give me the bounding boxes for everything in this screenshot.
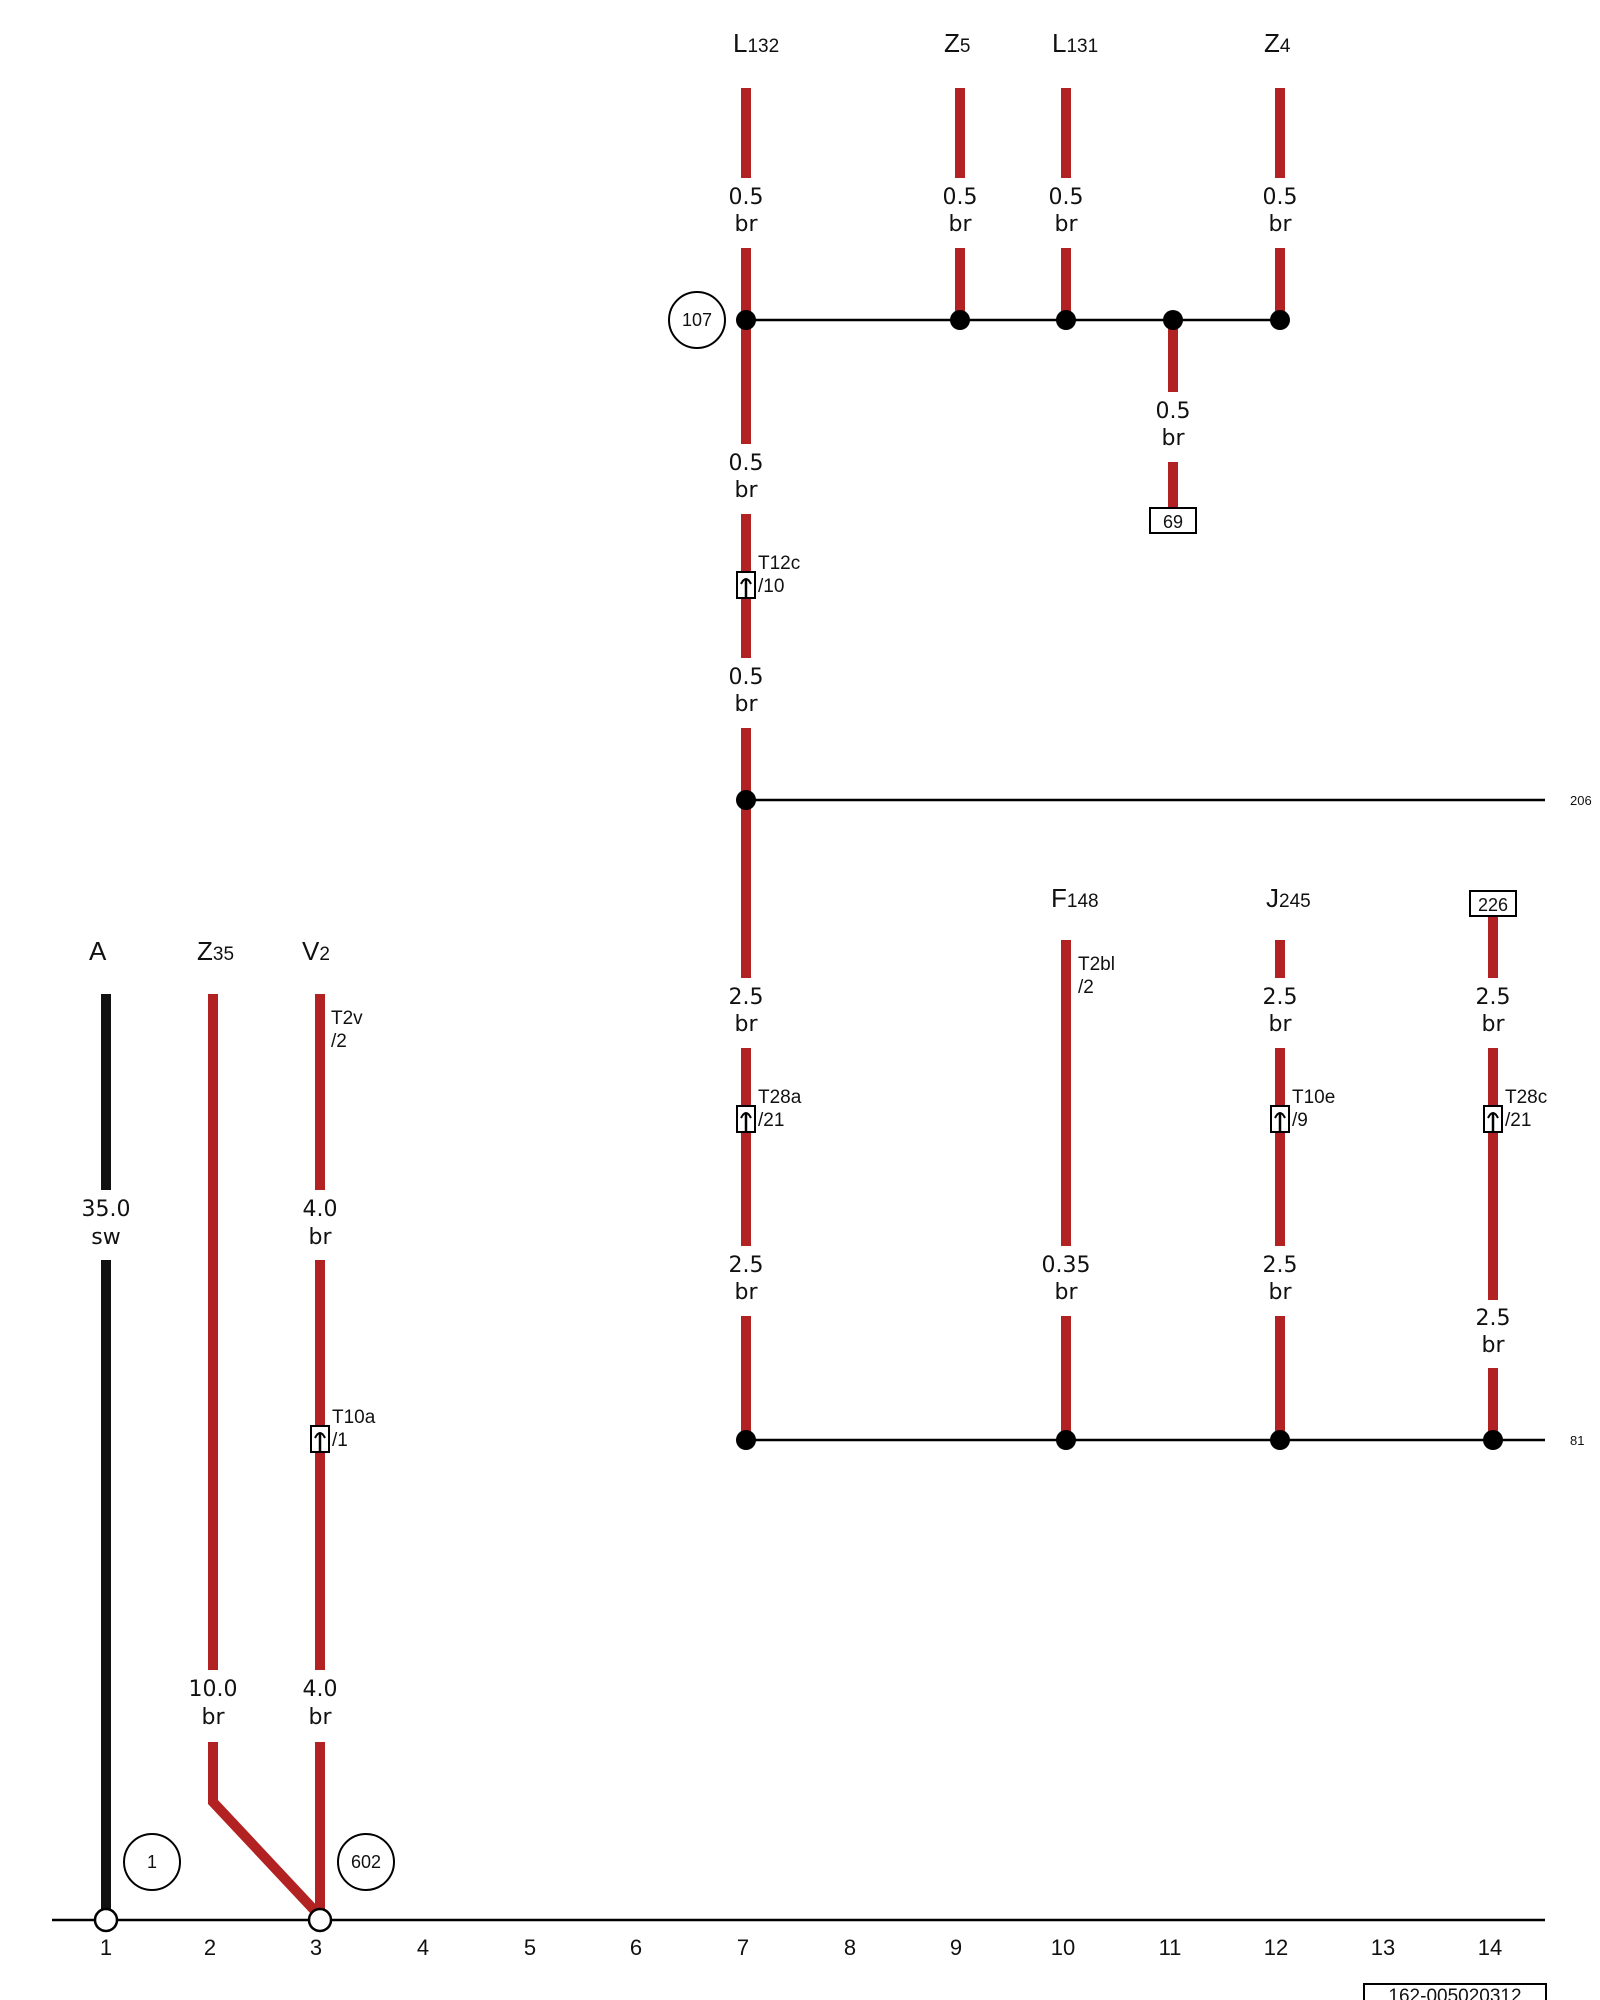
wire-Z35: [208, 994, 320, 1916]
svg-text:T12c: T12c: [758, 553, 800, 574]
wire-color: br: [1268, 212, 1292, 237]
svg-text:/2: /2: [1078, 977, 1094, 998]
wire-color: br: [308, 1225, 332, 1250]
wire-color: br: [1161, 426, 1185, 451]
column-number: 9: [950, 1935, 962, 1960]
component-Z4: Z4: [1264, 28, 1291, 58]
junction-dots: [736, 310, 1503, 1450]
column-number: 5: [524, 1935, 536, 1960]
component-L131: L131: [1052, 28, 1098, 58]
wire-color: br: [1481, 1012, 1505, 1037]
wire-color: br: [1054, 212, 1078, 237]
column-numbers: 1 2 3 4 5 6 7 8 9 10 11 12 13 14: [100, 1935, 1502, 1960]
line-ref-81: 81: [1570, 1433, 1584, 1448]
wire-size: 0.5: [729, 185, 764, 210]
svg-text:T28a: T28a: [758, 1087, 802, 1108]
line-ref-206: 206: [1570, 793, 1592, 808]
component-J245: J245: [1266, 883, 1311, 913]
svg-text:/9: /9: [1292, 1110, 1308, 1131]
wire-color: br: [308, 1705, 332, 1730]
wire-size: 0.5: [1156, 399, 1191, 424]
wire-color: br: [1268, 1280, 1292, 1305]
wire-size: 0.35: [1042, 1253, 1091, 1278]
wire-color: br: [201, 1705, 225, 1730]
wire-color: br: [734, 692, 758, 717]
wire-size: 0.5: [729, 665, 764, 690]
svg-text:T10e: T10e: [1292, 1087, 1335, 1108]
wire-size: 2.5: [729, 985, 764, 1010]
svg-text:/21: /21: [758, 1110, 784, 1131]
wire-size: 4.0: [303, 1197, 338, 1222]
column-number: 2: [204, 1935, 216, 1960]
column-number: 12: [1264, 1935, 1288, 1960]
ground-points: [93, 1907, 333, 1933]
column-number: 3: [310, 1935, 322, 1960]
wire-color: br: [734, 1280, 758, 1305]
svg-text:/2: /2: [331, 1031, 347, 1052]
wire-color: br: [1054, 1280, 1078, 1305]
wire-color: br: [734, 1012, 758, 1037]
svg-text:/10: /10: [758, 576, 784, 597]
column-number: 13: [1371, 1935, 1395, 1960]
svg-text:T10a: T10a: [332, 1407, 376, 1428]
svg-text:T2bl: T2bl: [1078, 954, 1115, 975]
svg-text:T2v: T2v: [331, 1008, 363, 1029]
wire-size: 2.5: [1476, 985, 1511, 1010]
column-number: 11: [1159, 1935, 1182, 1960]
component-Z35: Z35: [197, 936, 234, 966]
wire-size: 0.5: [1263, 185, 1298, 210]
ground-ref-602: 602: [337, 1833, 395, 1891]
svg-text:226: 226: [1478, 895, 1508, 915]
connector-T28c: T28c /21: [1483, 1087, 1547, 1133]
component-F148: F148: [1051, 883, 1099, 913]
svg-text:69: 69: [1163, 512, 1183, 532]
svg-text:107: 107: [682, 310, 712, 330]
connector-T10e: T10e /9: [1270, 1087, 1335, 1133]
wire-size: 10.0: [189, 1677, 238, 1702]
pin-label-T2v: T2v /2: [331, 1008, 363, 1052]
wire-color: br: [734, 212, 758, 237]
wire-size: 2.5: [729, 1253, 764, 1278]
column-number: 6: [630, 1935, 642, 1960]
wire-size: 2.5: [1476, 1306, 1511, 1331]
component-V2: V2: [302, 936, 330, 966]
wire-size: 4.0: [303, 1677, 338, 1702]
ref-box-69: 69: [1149, 507, 1197, 534]
ground-ref-1: 1: [123, 1833, 181, 1891]
diagram-id-box: 162-005020312: [1363, 1983, 1547, 2000]
wire-size: 0.5: [943, 185, 978, 210]
column-number: 1: [100, 1935, 112, 1960]
wire-size: 0.5: [1049, 185, 1084, 210]
wire-size: 35.0: [82, 1197, 131, 1222]
wire-color: br: [948, 212, 972, 237]
component-Z5: Z5: [944, 28, 970, 58]
connector-T10a: T10a /1: [310, 1407, 376, 1453]
ref-box-226: 226: [1469, 890, 1517, 917]
connector-T12c: T12c /10: [736, 553, 800, 599]
svg-text:/1: /1: [332, 1430, 348, 1451]
wire-color: sw: [91, 1225, 120, 1250]
column-number: 10: [1051, 1935, 1075, 1960]
column-number: 7: [737, 1935, 749, 1960]
svg-text:1: 1: [147, 1852, 157, 1872]
wire-color: br: [1268, 1012, 1292, 1037]
column-number: 8: [844, 1935, 856, 1960]
wire-color: br: [1481, 1333, 1505, 1358]
component-L132: L132: [733, 28, 779, 58]
component-A: A: [89, 936, 107, 966]
wire-color: br: [734, 478, 758, 503]
connector-T28a: T28a /21: [736, 1087, 802, 1133]
svg-text:162-005020312: 162-005020312: [1388, 1986, 1521, 2000]
column-number: 14: [1478, 1935, 1502, 1960]
column-number: 4: [417, 1935, 429, 1960]
ground-ref-107: 107: [668, 291, 726, 349]
pin-label-T2bl: T2bl /2: [1078, 954, 1115, 998]
svg-text:T28c: T28c: [1505, 1087, 1547, 1108]
wire-size: 2.5: [1263, 1253, 1298, 1278]
wire-size: 0.5: [729, 451, 764, 476]
svg-text:602: 602: [351, 1852, 381, 1872]
wire-size: 2.5: [1263, 985, 1298, 1010]
svg-text:/21: /21: [1505, 1110, 1531, 1131]
